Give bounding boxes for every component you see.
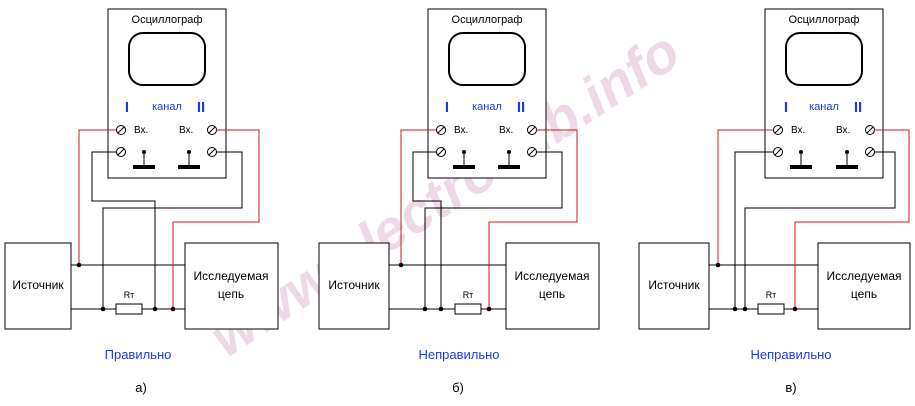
black-probe-wires bbox=[734, 151, 896, 309]
terminal-ch1-ground bbox=[436, 147, 446, 157]
channel-label: канал bbox=[152, 101, 182, 113]
verdict-caption: Неправильно bbox=[750, 347, 831, 362]
red-probe-wires bbox=[78, 129, 260, 309]
panel-letter: б) bbox=[452, 380, 464, 395]
channel-2-label: II bbox=[854, 99, 862, 116]
input-1-label: Вх. bbox=[134, 125, 148, 136]
junction-dots bbox=[398, 262, 492, 312]
source-box bbox=[638, 242, 710, 330]
scope-title: Осциллограф bbox=[132, 14, 203, 26]
input-2-label: Вх. bbox=[836, 125, 850, 136]
load-label-line2: цепь bbox=[539, 287, 565, 301]
channel-1-label: I bbox=[125, 99, 129, 116]
source-box bbox=[4, 242, 72, 330]
load-label-line2: цепь bbox=[218, 287, 244, 301]
panel-c: Осциллограф I канал II Вх. Вх. Источник … bbox=[638, 8, 911, 395]
input-2-label: Вх. bbox=[499, 125, 513, 136]
panel-a: Осциллограф I канал II Вх. Вх. Источник … bbox=[4, 8, 279, 395]
black-probe-wires bbox=[91, 151, 243, 309]
shunt-resistor bbox=[757, 303, 785, 315]
scope-title: Осциллограф bbox=[452, 14, 523, 26]
load-label-line2: цепь bbox=[851, 287, 877, 301]
circuit-wires bbox=[389, 264, 506, 310]
channel-1-label: I bbox=[445, 99, 449, 116]
crt-screen bbox=[785, 32, 863, 86]
terminal-ch1-ground bbox=[116, 147, 126, 157]
terminal-ch1-signal bbox=[773, 125, 783, 135]
channel-label: канал bbox=[472, 101, 502, 113]
input-2-label: Вх. bbox=[179, 125, 193, 136]
load-label-line1: Исследуемая bbox=[194, 269, 269, 283]
circuit-wires bbox=[709, 264, 818, 310]
source-label: Источник bbox=[12, 278, 64, 292]
load-label-line1: Исследуемая bbox=[827, 269, 902, 283]
scope-title: Осциллограф bbox=[789, 14, 860, 26]
terminal-ch1-signal bbox=[116, 125, 126, 135]
ground-symbol-1 bbox=[790, 150, 812, 169]
channel-1-label: I bbox=[784, 99, 788, 116]
shunt-resistor bbox=[454, 303, 482, 315]
channel-2-label: II bbox=[517, 99, 525, 116]
ground-symbol-2 bbox=[836, 150, 858, 169]
shunt-resistor bbox=[115, 303, 143, 315]
terminal-ch2-signal bbox=[865, 125, 875, 135]
red-probe-wires bbox=[400, 129, 578, 309]
panel-letter: а) bbox=[135, 380, 147, 395]
terminal-ch2-signal bbox=[527, 125, 537, 135]
source-label: Источник bbox=[648, 278, 700, 292]
ground-symbol-2 bbox=[178, 150, 200, 169]
load-label-line1: Исследуемая bbox=[515, 269, 590, 283]
junction-dots bbox=[76, 262, 176, 312]
terminal-ch1-signal bbox=[436, 125, 446, 135]
crt-screen bbox=[128, 32, 206, 86]
ground-symbol-1 bbox=[133, 150, 155, 169]
resistor-label: Rт bbox=[463, 290, 474, 300]
ground-symbol-2 bbox=[498, 150, 520, 169]
channel-2-label: II bbox=[197, 99, 205, 116]
input-1-label: Вх. bbox=[791, 125, 805, 136]
resistor-label: Rт bbox=[124, 290, 135, 300]
channel-label: канал bbox=[809, 101, 839, 113]
load-box bbox=[817, 242, 911, 330]
panel-b: Осциллограф I канал II Вх. Вх. Источник … bbox=[318, 8, 600, 395]
load-box bbox=[505, 242, 600, 330]
black-probe-wires bbox=[412, 151, 563, 309]
input-1-label: Вх. bbox=[454, 125, 468, 136]
resistor-label: Rт bbox=[766, 290, 777, 300]
source-label: Источник bbox=[328, 278, 380, 292]
circuit-wires bbox=[71, 264, 185, 310]
verdict-caption: Неправильно bbox=[418, 347, 499, 362]
terminal-ch1-ground bbox=[773, 147, 783, 157]
crt-screen bbox=[448, 32, 526, 86]
verdict-caption: Правильно bbox=[105, 347, 172, 362]
red-probe-wires bbox=[717, 129, 910, 309]
terminal-ch2-ground bbox=[865, 147, 875, 157]
source-box bbox=[318, 242, 390, 330]
junction-dots bbox=[715, 262, 798, 312]
terminal-ch2-signal bbox=[207, 125, 217, 135]
terminal-ch2-ground bbox=[207, 147, 217, 157]
ground-symbol-1 bbox=[453, 150, 475, 169]
terminal-ch2-ground bbox=[527, 147, 537, 157]
load-box bbox=[184, 242, 279, 330]
panel-letter: в) bbox=[785, 380, 796, 395]
